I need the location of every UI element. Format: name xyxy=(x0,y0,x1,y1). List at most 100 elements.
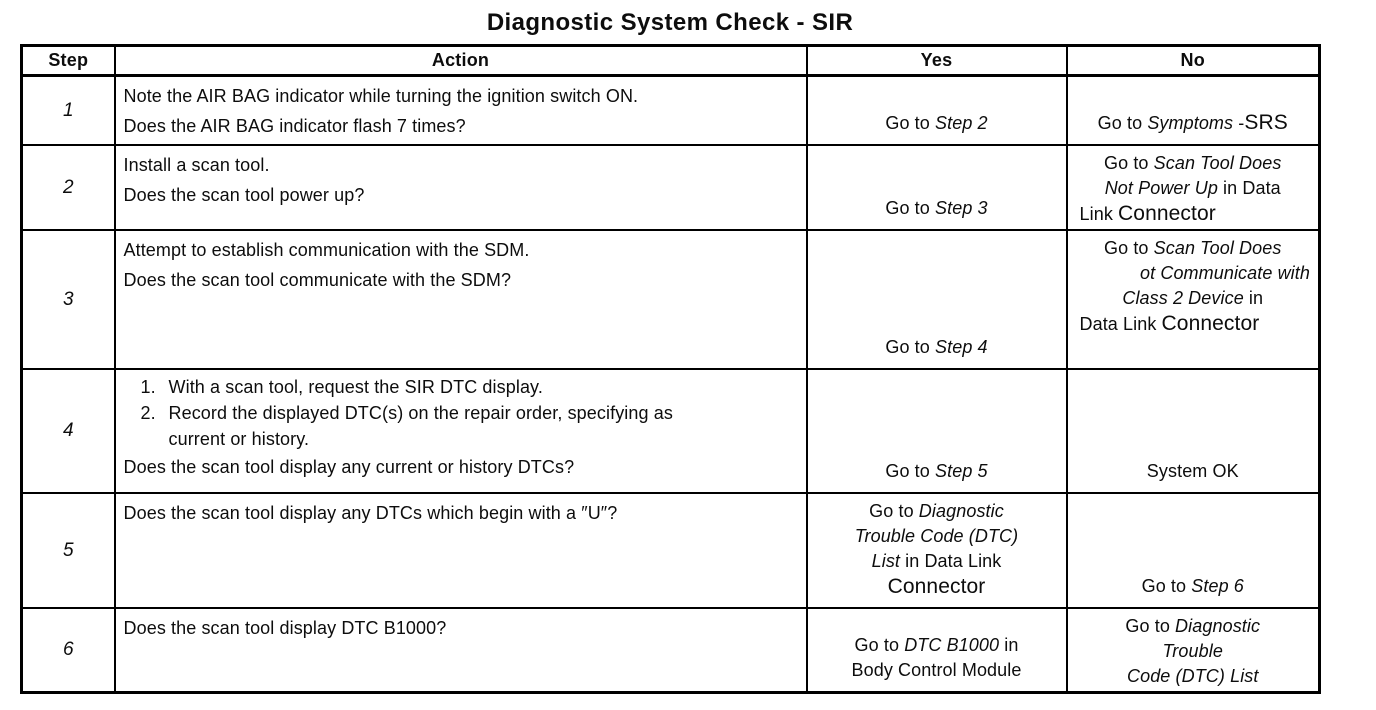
choice-line: Go to Step 6 xyxy=(1072,574,1315,599)
choice-line: Class 2 Device in xyxy=(1072,286,1315,311)
step-number: 3 xyxy=(62,288,74,310)
table-row: 3 Attempt to establish communication with… xyxy=(20,229,1321,370)
choice-line: ot Communicate with xyxy=(1072,261,1315,286)
reference-text: Step 5 xyxy=(935,461,988,481)
reference-text: Step 2 xyxy=(935,113,988,133)
reference-text: Trouble Code (DTC) xyxy=(854,526,1019,546)
choice-line: Go to Step 5 xyxy=(812,459,1062,484)
step-number: 6 xyxy=(62,639,74,660)
choice-line: Go to Symptoms -SRS xyxy=(1072,110,1315,136)
reference-text: DTC B1000 xyxy=(904,635,1000,655)
text-run: Data Link xyxy=(1079,314,1162,334)
choice-line: Go to DTC B1000 in xyxy=(812,633,1062,658)
action-line: Does the scan tool display DTC B1000? xyxy=(123,618,447,638)
choice-line: System OK xyxy=(1072,459,1315,484)
choice-line: Go to Scan Tool Does xyxy=(1072,151,1315,176)
reference-text: Step 6 xyxy=(1191,576,1244,596)
no-cell: System OK xyxy=(1065,368,1321,494)
reference-text: Code (DTC) List xyxy=(1126,666,1259,686)
text-run: SRS xyxy=(1244,111,1288,134)
text-run: Go to xyxy=(885,113,935,133)
action-cell: Does the scan tool display DTC B1000? xyxy=(113,607,808,694)
choice-line: Code (DTC) List xyxy=(1072,664,1315,689)
action-cell: Attempt to establish communication with … xyxy=(113,229,808,370)
choice-line: Go to Step 4 xyxy=(812,335,1062,360)
choice-line: Data Link Connector xyxy=(1072,311,1315,337)
list-number: 2. xyxy=(140,403,156,423)
reference-text: Trouble xyxy=(1162,641,1223,661)
text-run: Go to xyxy=(885,198,935,218)
col-header-action: Action xyxy=(113,44,808,77)
col-header-yes: Yes xyxy=(805,44,1068,77)
action-line: Attempt to establish communication with … xyxy=(123,240,530,260)
reference-text: Diagnostic xyxy=(918,501,1004,521)
action-cell: Note the AIR BAG indicator while turning… xyxy=(113,74,808,146)
yes-cell: Go to Step 4 xyxy=(805,229,1068,370)
yes-cell: Go to Step 5 xyxy=(805,368,1068,494)
action-cell: 1.With a scan tool, request the SIR DTC … xyxy=(113,368,808,494)
reference-text: ot Communicate with xyxy=(1140,263,1310,283)
action-list-item: 2.Record the displayed DTC(s) on the rep… xyxy=(124,400,674,452)
choice-line: Not Power Up in Data xyxy=(1072,176,1315,201)
text-run: Go to xyxy=(1125,616,1176,636)
choice-line: Trouble Code (DTC) xyxy=(812,524,1062,549)
action-line: Does the AIR BAG indicator flash 7 times… xyxy=(123,116,466,136)
text-run: Connector xyxy=(887,575,986,598)
action-cell: Does the scan tool display any DTCs whic… xyxy=(113,492,808,609)
text-run: System OK xyxy=(1146,461,1239,481)
text-run: - xyxy=(1233,113,1245,133)
action-line: Does the scan tool communicate with the … xyxy=(123,270,512,290)
reference-text: Scan Tool Does xyxy=(1153,238,1282,258)
text-run: Go to xyxy=(1104,238,1154,258)
action-line: Install a scan tool. xyxy=(123,155,270,175)
choice-line: List in Data Link xyxy=(812,549,1062,574)
text-run: Go to xyxy=(885,337,935,357)
choice-line: Connector xyxy=(812,574,1062,600)
choice-line: Go to Step 2 xyxy=(812,111,1062,136)
col-header-no: No xyxy=(1065,44,1321,77)
text-run: Go to xyxy=(1104,153,1154,173)
step-number: 4 xyxy=(62,420,74,441)
step-cell: 3 xyxy=(20,229,116,370)
choice-line: Link Connector xyxy=(1072,201,1315,227)
text-run: Go to xyxy=(1097,113,1148,133)
choice-line: Go to Diagnostic xyxy=(812,499,1062,524)
action-line: Does the scan tool display any current o… xyxy=(123,457,575,477)
table-body: 1 Note the AIR BAG indicator while turnin… xyxy=(20,74,1321,694)
page-title: Diagnostic System Check - SIR xyxy=(486,9,854,36)
step-number: 5 xyxy=(62,539,74,561)
text-run: Go to xyxy=(1141,576,1192,596)
list-number: 1. xyxy=(140,377,156,397)
step-number: 2 xyxy=(62,176,74,198)
text-run: Connector xyxy=(1161,312,1260,335)
step-cell: 4 xyxy=(20,368,116,494)
text-run: Connector xyxy=(1118,202,1216,225)
header-row: Step Action Yes No xyxy=(20,44,1321,77)
diagnostic-table: Step Action Yes No 1 Note the AIR BAG ind… xyxy=(20,44,1321,694)
action-line: Note the AIR BAG indicator while turning… xyxy=(123,86,639,106)
no-cell: Go to Symptoms -SRS xyxy=(1065,74,1321,146)
step-number: 1 xyxy=(62,99,74,121)
text-run: Link xyxy=(1079,204,1119,224)
reference-text: List xyxy=(871,551,901,571)
action-list-item: 1.With a scan tool, request the SIR DTC … xyxy=(124,374,674,400)
text-run: in Data Link xyxy=(900,551,1002,571)
choice-line: Go to Scan Tool Does xyxy=(1072,236,1315,261)
text-run: in Data xyxy=(1217,178,1281,198)
text-run: in xyxy=(1243,288,1264,308)
step-cell: 6 xyxy=(20,607,116,694)
col-header-step: Step xyxy=(20,44,116,77)
reference-text: Class 2 Device xyxy=(1122,288,1244,308)
text-run: Go to xyxy=(854,635,905,655)
action-line: Does the scan tool display any DTCs whic… xyxy=(123,503,618,523)
text-run: Go to xyxy=(885,461,935,481)
text-run: Body Control Module xyxy=(851,660,1022,680)
table-row: 5 Does the scan tool display any DTCs whi… xyxy=(20,492,1321,609)
yes-cell: Go to Step 3 xyxy=(805,144,1068,231)
reference-text: Diagnostic xyxy=(1175,616,1261,636)
